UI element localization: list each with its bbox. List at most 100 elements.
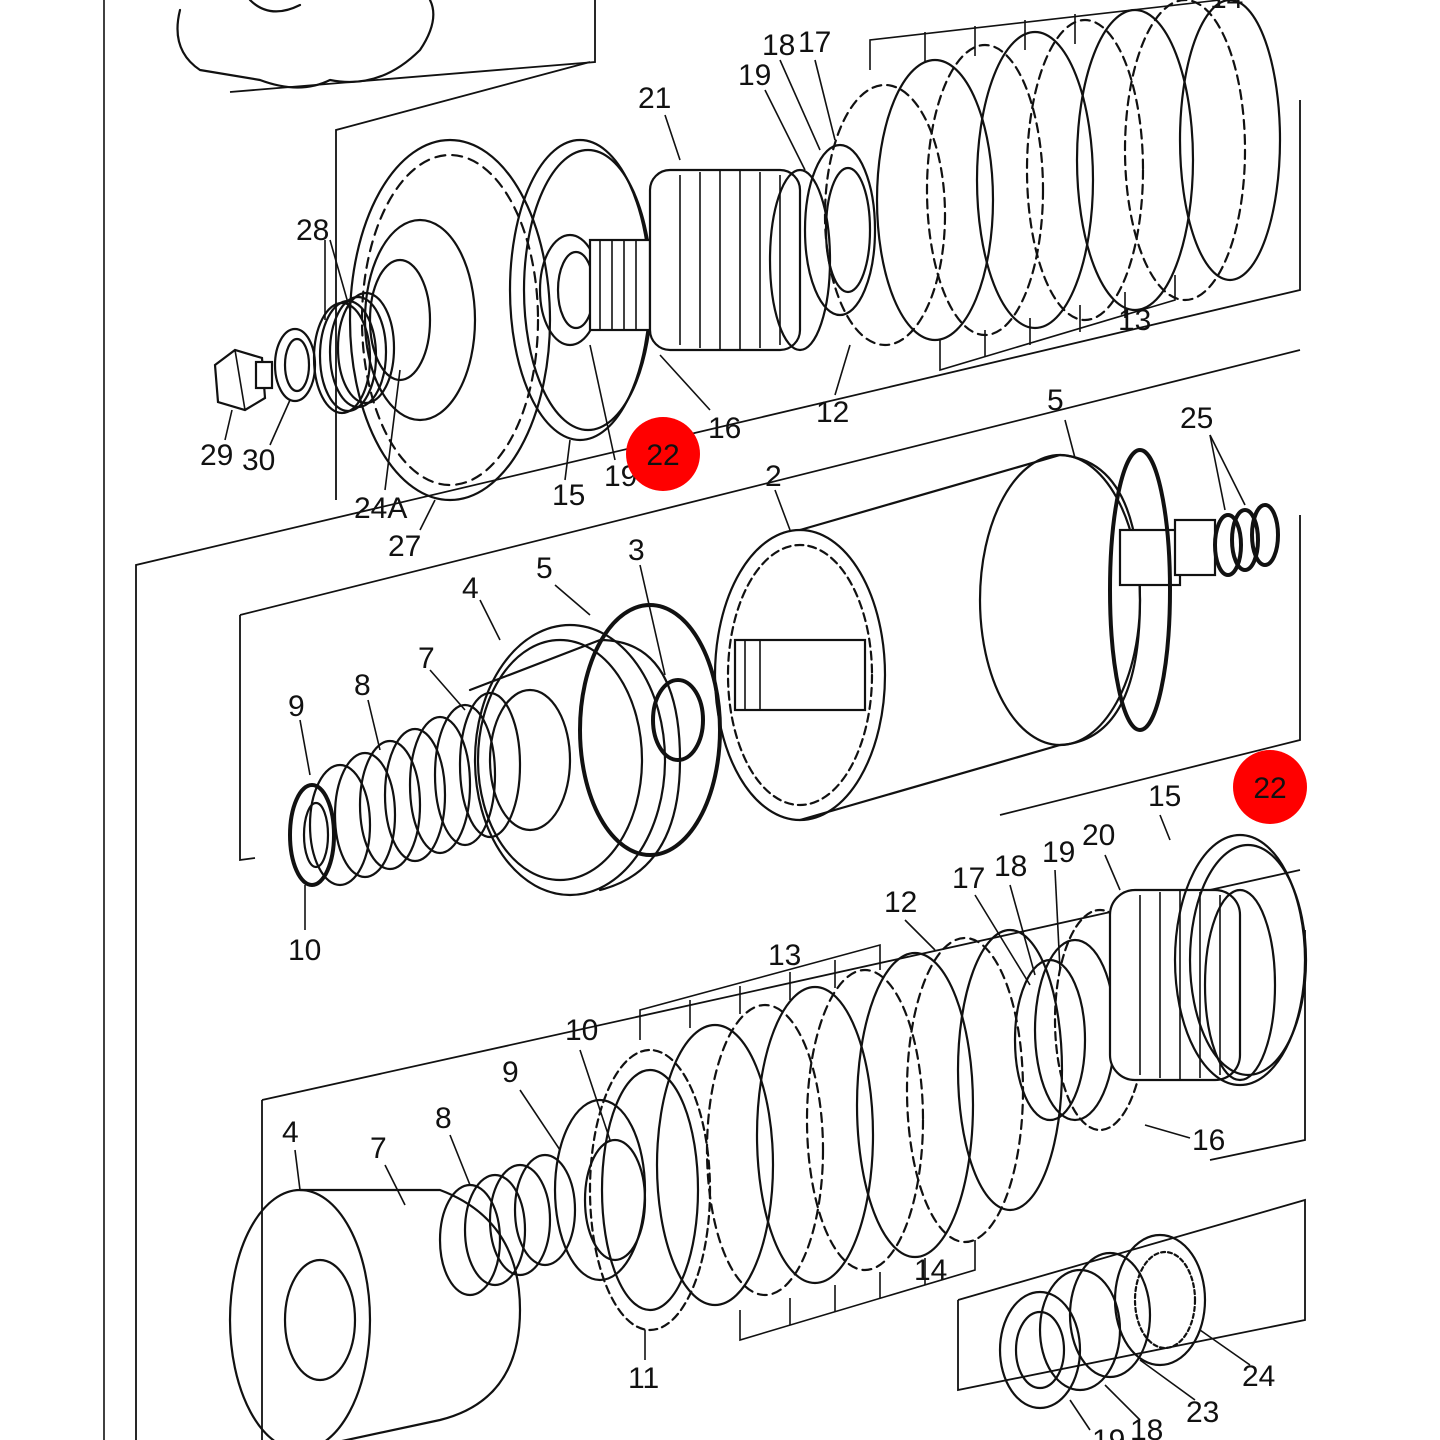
callout-9-low: 9 [502, 1056, 519, 1089]
callout-15-low: 15 [1148, 780, 1181, 813]
callout-14-top: 14 [1210, 0, 1243, 15]
callout-20: 20 [1082, 819, 1115, 852]
snap-ring-10-mid [288, 783, 336, 887]
callout-9-mid: 9 [288, 690, 305, 723]
frame-mid-top [239, 349, 1301, 616]
leader-2 [774, 489, 791, 531]
frame-upper-right [135, 100, 1301, 1440]
leader-5-left [554, 584, 591, 616]
bracket-14-top [869, 0, 1221, 70]
leader-27 [419, 499, 436, 531]
seal-rings-25 [1213, 503, 1280, 577]
frame-mid-left [239, 615, 256, 862]
callout-3: 3 [628, 534, 645, 567]
callout-10-mid: 10 [288, 934, 321, 967]
top-housing-fragment [176, 0, 435, 89]
leader-23 [1139, 1359, 1196, 1401]
bracket-13-top [939, 275, 1176, 372]
drum-shaft [733, 518, 1217, 712]
bracket-14-low [739, 1240, 976, 1342]
leader-7-low [384, 1164, 406, 1206]
leader-8-low [449, 1134, 471, 1186]
leader-24a [384, 369, 401, 491]
callout-16-top: 16 [708, 412, 741, 445]
leader-28 [329, 239, 351, 311]
leader-25b [1209, 434, 1246, 506]
callout-19-top: 19 [738, 59, 771, 92]
leader-16-top [659, 354, 711, 411]
callout-7-low: 7 [370, 1132, 387, 1165]
leader-29 [224, 409, 233, 441]
leader-30 [269, 399, 291, 446]
leader-19-bottom [1069, 1399, 1091, 1431]
leader-20 [1104, 854, 1121, 891]
leader-19-top-low [589, 344, 616, 461]
leader-3 [639, 564, 666, 676]
callout-19-low: 19 [1042, 836, 1075, 869]
callout-7-mid: 7 [418, 642, 435, 675]
plug-bolt [213, 348, 274, 412]
callout-14-low: 14 [914, 1254, 947, 1287]
leader-10-low [579, 1049, 611, 1141]
leader-12-top [834, 344, 851, 396]
callout-13-low: 13 [768, 939, 801, 972]
snap-ring-15-low [1173, 833, 1308, 1087]
leader-17-top [814, 59, 836, 141]
badge-22-right-label: 22 [1253, 772, 1286, 805]
splined-hub-21 [648, 168, 832, 352]
seal-rings-28 [312, 291, 396, 415]
callout-12-low: 12 [884, 886, 917, 919]
leader-15-top [564, 439, 571, 481]
frame-low-right [1209, 930, 1306, 1161]
callout-19-bottom: 19 [1092, 1424, 1125, 1440]
leader-4-mid [479, 599, 501, 641]
badge-22-top: 22 [626, 417, 700, 491]
shaft-splined-top [588, 238, 652, 332]
callout-23: 23 [1186, 1396, 1219, 1429]
callout-27: 27 [388, 530, 421, 563]
callout-5-left: 5 [536, 552, 553, 585]
piston-4-low [228, 1188, 522, 1440]
snap-ring-5-left [578, 603, 722, 857]
leader-25a [1209, 434, 1226, 511]
leader-19-low [1054, 869, 1061, 971]
callout-16-low: 16 [1192, 1124, 1225, 1157]
callout-25: 25 [1180, 402, 1213, 435]
callout-18-top: 18 [762, 29, 795, 62]
leader-18-low [1009, 884, 1036, 976]
callout-8-low: 8 [435, 1102, 452, 1135]
frame-upper-left [335, 61, 591, 500]
leader-17-low [974, 894, 1031, 986]
snap-ring-9-10-low [553, 1098, 647, 1282]
frame-mid-right [999, 515, 1301, 816]
callout-24a: 24A [354, 492, 407, 525]
washer-3 [651, 678, 705, 762]
callout-13-top: 13 [1118, 304, 1151, 337]
callout-5-right: 5 [1047, 384, 1064, 417]
callout-10-low: 10 [565, 1014, 598, 1047]
leader-8-mid [367, 699, 381, 751]
leader-19-top [764, 89, 806, 171]
bracket-13-low [639, 943, 881, 1040]
leader-15-low [1159, 814, 1171, 841]
frame-top-left [229, 0, 596, 93]
clutch-drum-2 [713, 453, 1142, 822]
clutch-pack-low [655, 928, 1064, 1307]
leader-5-right [1064, 419, 1076, 459]
spring-8-mid [308, 691, 522, 887]
gear-11 [588, 1048, 712, 1332]
leader-4-low [294, 1149, 301, 1191]
callout-12-top: 12 [816, 396, 849, 429]
frame-bearing-box [957, 1198, 1306, 1392]
callout-30: 30 [242, 444, 275, 477]
large-spur-gear [348, 138, 552, 502]
callout-15-top: 15 [552, 479, 585, 512]
gear-20 [1108, 888, 1277, 1082]
callout-24: 24 [1242, 1360, 1275, 1393]
sealing-washer [273, 327, 317, 403]
leader-18-top [779, 59, 821, 151]
callout-2: 2 [765, 460, 782, 493]
leader-9-mid [299, 719, 311, 776]
